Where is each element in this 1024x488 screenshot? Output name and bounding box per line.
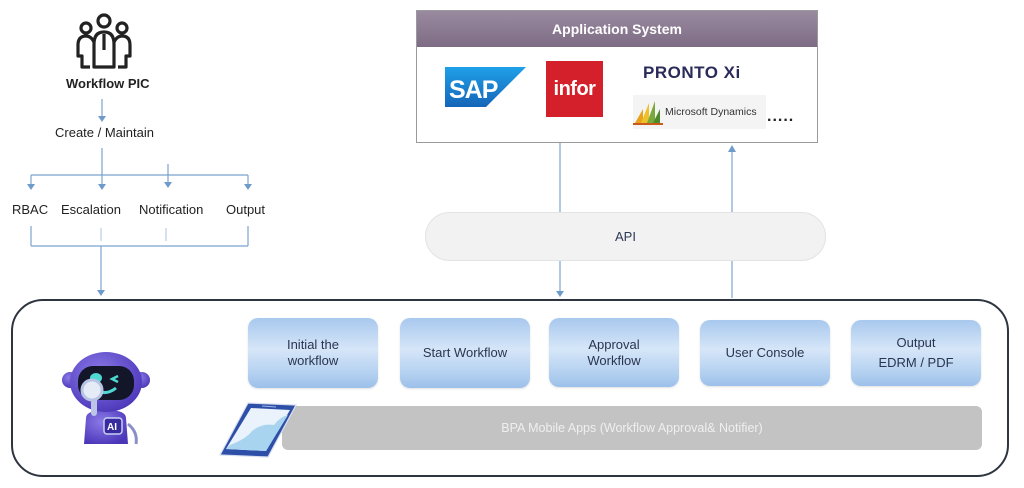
application-system-title: Application System bbox=[417, 11, 817, 47]
config-item-rbac: RBAC bbox=[12, 202, 49, 217]
create-maintain-label: Create / Maintain bbox=[55, 125, 154, 140]
module-label-line1: Output bbox=[896, 335, 936, 350]
svg-text:SAP: SAP bbox=[449, 76, 498, 104]
workflow-pic-title: Workflow PIC bbox=[66, 76, 150, 91]
pronto-xi-logo: PRONTO Xi bbox=[643, 63, 741, 82]
group-people-icon bbox=[74, 12, 134, 70]
bpa-platform-container bbox=[11, 299, 1009, 477]
microsoft-dynamics-label: Microsoft Dynamics bbox=[665, 106, 757, 118]
api-gateway: API bbox=[425, 212, 826, 261]
module-label-line2: EDRM / PDF bbox=[878, 355, 954, 370]
sap-logo: SAP bbox=[445, 67, 526, 107]
module-label-line1: Start Workflow bbox=[422, 345, 508, 360]
config-item-notification: Notification bbox=[139, 202, 204, 217]
module-label-line2: Workflow bbox=[587, 352, 641, 368]
module-label-line1: Initial the bbox=[286, 337, 340, 352]
config-item-output: Output bbox=[226, 202, 266, 217]
ai-badge: AI bbox=[107, 422, 117, 433]
mobile-phone-icon bbox=[218, 401, 300, 459]
infor-logo: infor bbox=[546, 61, 603, 117]
more-vendors-ellipsis: ..... bbox=[767, 108, 795, 125]
microsoft-dynamics-icon bbox=[633, 101, 663, 125]
module-label-line1: User Console bbox=[725, 345, 805, 360]
bpa-mobile-apps-bar[interactable]: BPA Mobile Apps (Workflow Approval& Noti… bbox=[282, 406, 982, 450]
microsoft-dynamics-logo: Microsoft Dynamics bbox=[633, 95, 766, 129]
module-user-console[interactable]: User Console bbox=[700, 320, 830, 386]
application-system-box: Application System bbox=[416, 10, 818, 143]
module-label-line2: workflow bbox=[287, 353, 339, 368]
module-start-workflow[interactable]: Start Workflow bbox=[400, 318, 530, 388]
module-label-line1: Approval bbox=[588, 336, 640, 352]
ai-robot-icon: AI bbox=[58, 352, 154, 446]
config-item-escalation: Escalation bbox=[61, 202, 121, 217]
